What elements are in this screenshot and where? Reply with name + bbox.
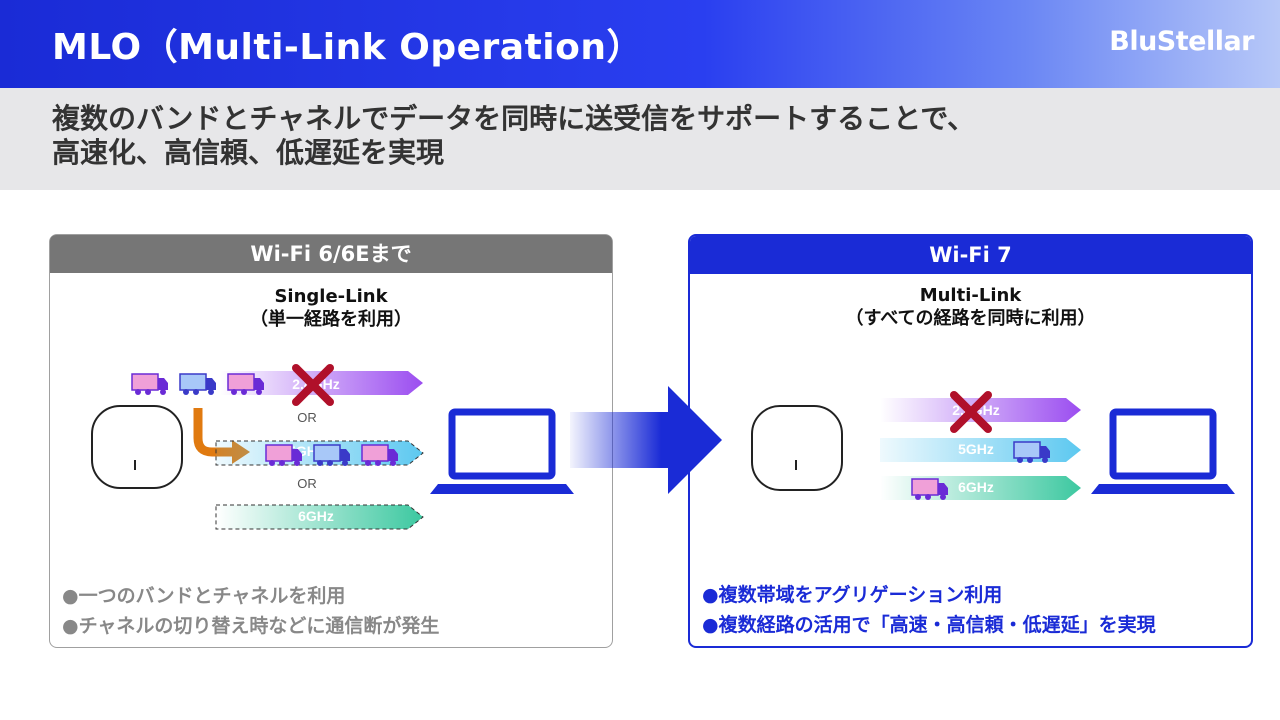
or-label: OR: [297, 476, 317, 491]
wifi7-bullet-1: ●複数帯域をアグリゲーション利用: [702, 584, 1003, 606]
subtitle-band: 複数のバンドとチャネルでデータを同時に送受信をサポートすることで、 高速化、高信…: [0, 88, 1280, 190]
band-6ghz-label-left: 6GHz: [298, 508, 334, 524]
laptop-icon-left: [430, 412, 574, 494]
wifi7-bullet-2: ●複数経路の活用で「高速・高信頼・低遅延」を実現: [702, 614, 1156, 636]
transition-arrow-icon: [570, 386, 722, 494]
subtitle: 複数のバンドとチャネルでデータを同時に送受信をサポートすることで、 高速化、高信…: [52, 102, 975, 170]
access-point-icon-left: [91, 405, 183, 489]
page-title: MLO（Multi-Link Operation）: [52, 27, 643, 68]
brand-logo: BluStellar: [1109, 26, 1254, 57]
panel-wifi6: Wi-Fi 6/6Eまで Single-Link （単一経路を利用） ●一つのバ…: [49, 234, 613, 648]
wifi6-bullet-1: ●一つのバンドとチャネルを利用: [62, 585, 346, 607]
subtitle-line-2: 高速化、高信頼、低遅延を実現: [52, 136, 445, 169]
truck-icon: [179, 373, 217, 396]
wifi6-bullet-list: ●一つのバンドとチャネルを利用 ●チャネルの切り替え時などに通信断が発生: [62, 581, 439, 641]
band-6ghz-label-right: 6GHz: [958, 479, 994, 495]
panel-wifi7-header: Wi-Fi 7: [690, 236, 1251, 274]
cross-icon-left: [292, 364, 334, 406]
subtitle-line-1: 複数のバンドとチャネルでデータを同時に送受信をサポートすることで、: [52, 102, 976, 135]
truck-icon: [131, 373, 169, 396]
multi-link-title: Multi-Link: [919, 285, 1022, 306]
band-6ghz-arrow-left: 6GHz: [215, 504, 424, 530]
band-6ghz-arrow-right: 6GHz: [880, 476, 1081, 500]
panel-wifi7: Wi-Fi 7 Multi-Link （すべての経路を同時に利用） ●複数帯域を…: [688, 234, 1253, 648]
single-link-title: Single-Link: [274, 286, 388, 307]
single-link-subtitle: （単一経路を利用）: [250, 309, 412, 330]
access-point-icon-right: [751, 405, 843, 491]
wifi6-bullet-2: ●チャネルの切り替え時などに通信断が発生: [62, 615, 440, 637]
panel-wifi6-header: Wi-Fi 6/6Eまで: [50, 235, 612, 273]
laptop-icon-right: [1091, 412, 1235, 494]
wifi7-bullet-list: ●複数帯域をアグリゲーション利用 ●複数経路の活用で「高速・高信頼・低遅延」を実…: [702, 580, 1156, 640]
band-5ghz-label-right: 5GHz: [958, 441, 994, 457]
header-bar: MLO（Multi-Link Operation） BluStellar: [0, 0, 1280, 88]
band-5ghz-arrow-right: 5GHz: [880, 438, 1081, 462]
or-label: OR: [297, 410, 317, 425]
cross-icon-right: [950, 391, 992, 433]
multi-link-subtitle: （すべての経路を同時に利用）: [845, 308, 1096, 329]
